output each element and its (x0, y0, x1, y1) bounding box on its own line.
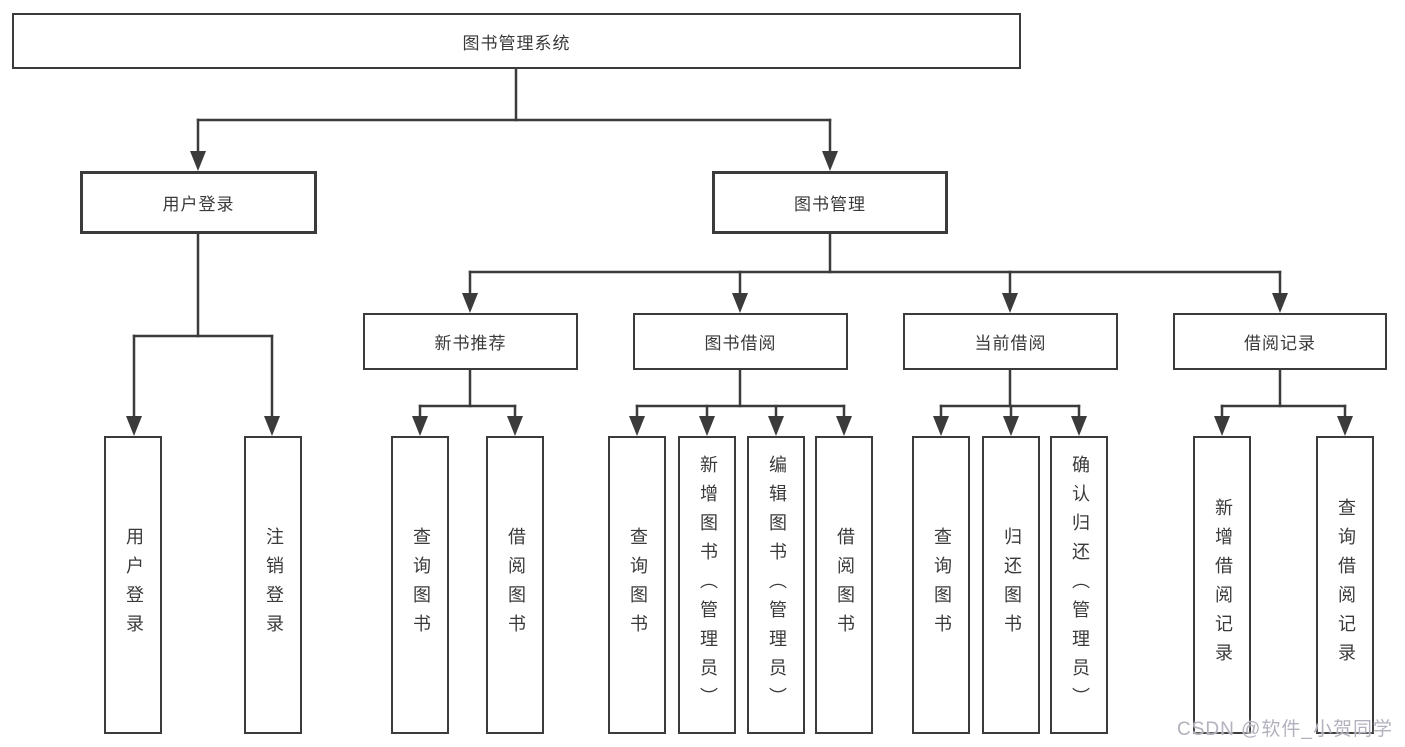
node-leaf-query-books-current: 查询图书 (912, 436, 970, 734)
node-user-login-branch: 用户登录 (80, 171, 317, 234)
node-leaf-borrow-books-borrowing: 借阅图书 (815, 436, 873, 734)
node-leaf-add-books-admin: 新增图书（管理员） (678, 436, 736, 734)
node-current-borrowing: 当前借阅 (903, 313, 1118, 370)
node-borrowing-records: 借阅记录 (1173, 313, 1387, 370)
node-leaf-return-books: 归还图书 (982, 436, 1040, 734)
node-new-book-recommendation: 新书推荐 (363, 313, 578, 370)
node-leaf-logout: 注销登录 (244, 436, 302, 734)
node-book-management-branch: 图书管理 (712, 171, 948, 234)
node-leaf-borrow-books-recommend: 借阅图书 (486, 436, 544, 734)
node-leaf-add-borrow-record: 新增借阅记录 (1193, 436, 1251, 734)
node-leaf-query-books-borrowing: 查询图书 (608, 436, 666, 734)
node-leaf-confirm-return-admin: 确认归还（管理员） (1050, 436, 1108, 734)
csdn-watermark: CSDN @软件_小贺同学 (1177, 719, 1393, 740)
arrowheads (126, 151, 1353, 436)
node-leaf-query-books-recommend: 查询图书 (391, 436, 449, 734)
node-leaf-edit-books-admin: 编辑图书（管理员） (747, 436, 805, 734)
node-leaf-user-login: 用户登录 (104, 436, 162, 734)
node-book-borrowing: 图书借阅 (633, 313, 848, 370)
node-library-management-system: 图书管理系统 (12, 13, 1021, 69)
node-leaf-query-borrow-record: 查询借阅记录 (1316, 436, 1374, 734)
